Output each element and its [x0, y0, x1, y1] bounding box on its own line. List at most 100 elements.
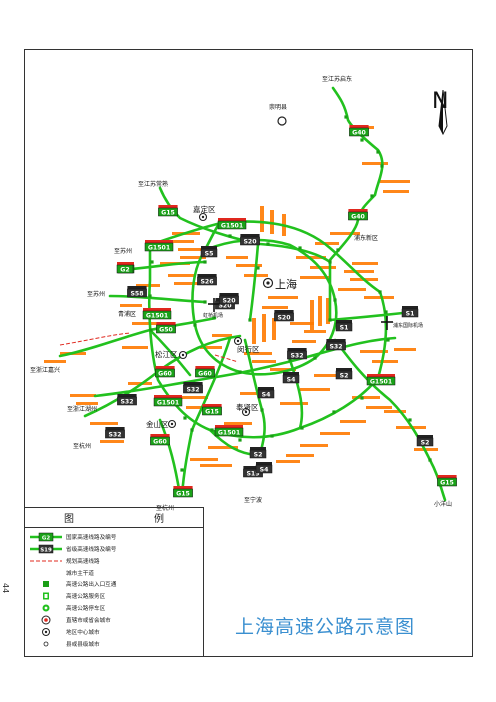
svg-text:S4: S4 [262, 392, 271, 399]
minhang-marker-dot [236, 339, 240, 343]
legend-item: 规划高速线路 [30, 556, 100, 566]
svg-text:S2: S2 [340, 373, 349, 380]
svg-text:S32: S32 [290, 353, 303, 360]
interchange-marker [210, 428, 214, 432]
interchange-label [310, 300, 314, 330]
interchange-label [286, 454, 314, 457]
route-shield: G15 [202, 404, 222, 416]
route-shield: S32 [287, 348, 307, 360]
interchange-label [170, 240, 194, 243]
interchange-label [304, 330, 326, 333]
interchange-marker [370, 194, 374, 198]
legend-item-label: 县或县级城市 [66, 642, 100, 648]
interchange-marker [328, 318, 332, 322]
interchange-label [310, 266, 336, 269]
svg-text:G60: G60 [198, 371, 212, 378]
route-shield: G40 [349, 125, 369, 137]
interchange-label [280, 402, 308, 405]
interchange-marker [150, 260, 154, 264]
map-title: 上海高速公路示意图 [235, 616, 416, 638]
label-to-changshu: 至江苏常熟 [138, 180, 168, 188]
shanghai-marker-dot [266, 281, 270, 285]
label-to-huzhou: 至浙江湖州 [67, 405, 97, 413]
legend-item-label: 直辖市或省会城市 [66, 618, 111, 624]
svg-text:G2: G2 [120, 267, 129, 274]
label-to-ningbo: 至宁波 [244, 496, 262, 504]
hongqiao-airport-icon [208, 298, 220, 312]
interchange-label [120, 304, 142, 307]
route-shield: S1 [401, 306, 419, 318]
interchange-label [292, 340, 316, 343]
svg-text:G50: G50 [159, 327, 173, 334]
expressway-spoke-4 [288, 358, 304, 430]
label-minhang: 闵行区 [237, 344, 260, 354]
legend-item-label: 高速公路出入口互通 [66, 582, 117, 588]
interchange-marker [190, 428, 194, 432]
route-shield: G1501 [214, 425, 244, 437]
svg-text:S4: S4 [287, 377, 296, 384]
svg-text:G1501: G1501 [157, 400, 179, 407]
svg-text:G15: G15 [176, 491, 190, 498]
interchange-marker [238, 370, 242, 374]
interchange-label [178, 396, 208, 399]
label-to-jiaxing: 至浙江嘉兴 [30, 366, 60, 374]
interchange-marker [256, 266, 260, 270]
planned-routes [59, 332, 239, 363]
route-shields: G40G40G15S5G1501S20G1501G2S26G2S58S20S20… [105, 125, 457, 498]
route-shield: S26 [197, 274, 217, 286]
route-shield: G60 [155, 366, 175, 378]
interchange-label [260, 206, 264, 232]
label-to-suzhou-2: 至苏州 [87, 290, 105, 298]
legend-item-label: 高速公路服务区 [66, 594, 106, 600]
interchange-label [70, 394, 96, 397]
interchange-label [44, 360, 66, 363]
interchange-label [315, 242, 339, 245]
interchange-label [330, 232, 360, 235]
svg-text:S5: S5 [205, 251, 214, 258]
svg-text:S2: S2 [254, 452, 263, 459]
svg-text:G2: G2 [42, 536, 51, 542]
legend-symbol [30, 579, 62, 589]
interchange-marker [328, 260, 332, 264]
interchange-marker [332, 410, 336, 414]
interchange-label [276, 460, 300, 463]
interchange-marker [360, 396, 364, 400]
interchange-label [252, 318, 256, 344]
interchange-label [300, 276, 330, 279]
interchange-label [366, 406, 392, 409]
map-frame [24, 49, 473, 657]
interchange-marker [384, 310, 388, 314]
fengxian-marker-dot [244, 410, 248, 414]
legend-symbol [30, 627, 62, 637]
interchange-label [262, 314, 266, 342]
svg-text:S32: S32 [120, 399, 133, 406]
expressway-g1501-ring [147, 220, 388, 439]
route-shield: G60 [150, 434, 170, 446]
interchange-label [300, 444, 328, 447]
label-songjiang: 松江区 [155, 349, 178, 359]
planned-route-2 [214, 354, 239, 363]
svg-text:S32: S32 [186, 387, 199, 394]
route-shield: G1501 [217, 218, 247, 230]
route-shield: G15 [173, 486, 193, 498]
svg-text:G60: G60 [153, 439, 167, 446]
svg-text:G1501: G1501 [146, 313, 168, 320]
svg-text:G40: G40 [352, 130, 366, 137]
interchange-label [372, 360, 398, 363]
label-pudong-airport: 浦东国际机场 [393, 322, 423, 329]
interchange-label [200, 346, 222, 349]
planned-route-1 [59, 332, 131, 346]
legend-title: 图 例 [24, 508, 204, 528]
interchange-label [272, 318, 276, 340]
route-shield: S2 [416, 435, 434, 447]
svg-text:S1: S1 [340, 325, 349, 332]
svg-text:G15: G15 [440, 480, 454, 487]
interchange-label [244, 352, 272, 355]
route-shield: S32 [117, 394, 137, 406]
svg-text:G1501: G1501 [218, 430, 240, 437]
interchange-label [364, 296, 394, 299]
svg-text:S26: S26 [200, 279, 213, 286]
legend-item-label: 国家高速线路及编号 [66, 535, 117, 541]
